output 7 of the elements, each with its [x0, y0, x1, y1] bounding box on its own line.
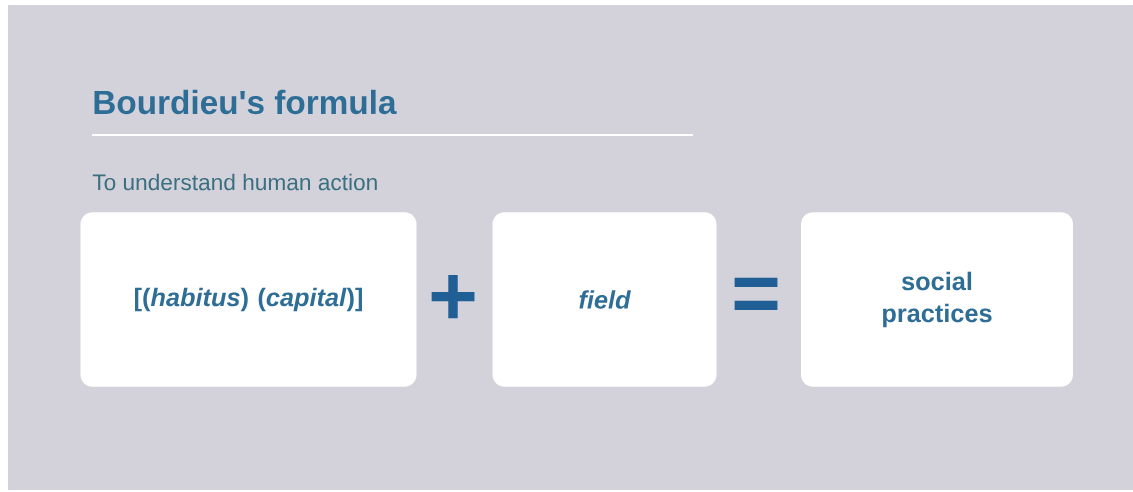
title: Bourdieu's formula — [94, 89, 397, 115]
formula-box: [(habitus) (capital)] — [80, 212, 417, 387]
formula-box: social practices — [801, 212, 1073, 387]
formula-box: field — [492, 212, 717, 387]
subtitle: To understand human action — [92, 173, 377, 191]
plus-sign: + — [431, 274, 475, 319]
equals-sign: = — [734, 277, 778, 311]
